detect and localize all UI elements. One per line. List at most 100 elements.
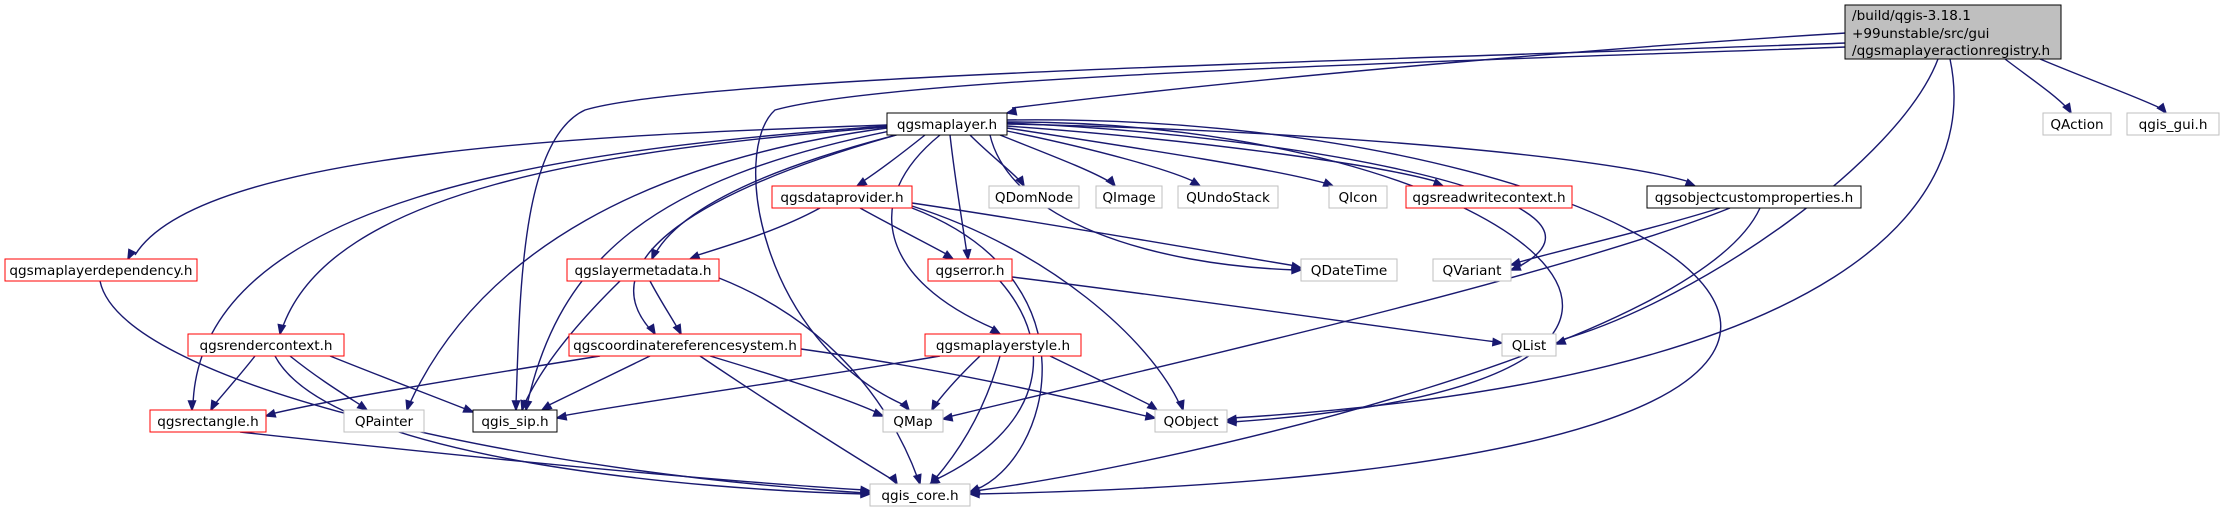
edge-qgslayermetadata-to-qgis-sip bbox=[520, 280, 621, 412]
arrowhead bbox=[672, 323, 682, 336]
edge-qgsrendercontext-to-qgsrectangle bbox=[210, 355, 256, 412]
arrowhead bbox=[888, 473, 898, 486]
edge-qgsmaplayerstyle-to-qmap bbox=[931, 355, 981, 412]
node-label: QPainter bbox=[355, 414, 414, 430]
node-root-header[interactable]: /build/qgis-3.18.1 +99unstable/src/gui /… bbox=[1844, 4, 2062, 60]
node-label: qgis_sip.h bbox=[481, 414, 548, 430]
edge-root-to-qgis-gui bbox=[2039, 58, 2168, 115]
node-qgslayermetadata[interactable]: qgslayermetadata.h bbox=[566, 258, 720, 282]
node-qgscoordinatereferencesystem[interactable]: qgscoordinatereferencesystem.h bbox=[568, 333, 802, 357]
node-qaction[interactable]: QAction bbox=[2042, 112, 2112, 136]
arrowhead bbox=[1322, 178, 1335, 187]
node-label: qgsmaplayerstyle.h bbox=[936, 338, 1070, 354]
arrowhead bbox=[860, 488, 872, 498]
arrowhead bbox=[1144, 411, 1157, 421]
node-qdatetime[interactable]: QDateTime bbox=[1300, 258, 1398, 282]
edge-root-to-qmap bbox=[755, 46, 1847, 412]
node-qgsmaplayerdependency[interactable]: qgsmaplayerdependency.h bbox=[4, 258, 198, 282]
edge-qgsrendercontext-to-qgis-sip bbox=[329, 355, 475, 413]
edge-qgsmaplayer-to-qgslayermetadata bbox=[651, 133, 901, 261]
node-qgis-core[interactable]: qgis_core.h bbox=[869, 483, 971, 507]
arrowhead bbox=[2062, 102, 2072, 115]
arrowhead bbox=[540, 401, 553, 411]
edge-qgsmaplayer-to-qundostack bbox=[1006, 130, 1202, 187]
edge-root-to-qobject bbox=[1225, 58, 1955, 424]
arrowhead bbox=[942, 250, 955, 260]
node-qpainter[interactable]: QPainter bbox=[343, 409, 425, 433]
edge-qgsrendercontext-to-qpainter bbox=[289, 355, 369, 412]
arrowhead bbox=[651, 248, 660, 261]
edge-qgsrectangle-to-qgis-core bbox=[239, 431, 872, 495]
arrowhead bbox=[1509, 257, 1522, 267]
arrowhead bbox=[989, 325, 1002, 335]
arrowhead bbox=[1684, 178, 1697, 187]
edge-qgsobjectcustomproperties-to-qvariant bbox=[1509, 207, 1721, 267]
node-qgserror[interactable]: qgserror.h bbox=[927, 258, 1013, 282]
nodes: /build/qgis-3.18.1 +99unstable/src/gui /… bbox=[4, 4, 2220, 507]
node-qundostack[interactable]: QUndoStack bbox=[1177, 185, 1279, 209]
node-label: QList bbox=[1512, 338, 1546, 354]
node-label: QVariant bbox=[1443, 263, 1502, 279]
arrowhead bbox=[1432, 178, 1445, 187]
arrowhead bbox=[127, 248, 137, 261]
node-label: QMap bbox=[893, 414, 932, 430]
arrowhead bbox=[1491, 337, 1504, 347]
node-qgis-sip[interactable]: qgis_sip.h bbox=[472, 409, 558, 433]
edge-qgsmaplayerstyle-to-qobject bbox=[1049, 355, 1159, 412]
node-qgsreadwritecontext[interactable]: qgsreadwritecontext.h bbox=[1405, 185, 1573, 209]
edge-qgsdataprovider-to-qgserror bbox=[859, 207, 955, 260]
node-qgsobjectcustomproperties[interactable]: qgsobjectcustomproperties.h bbox=[1646, 185, 1862, 209]
arrowhead bbox=[1015, 175, 1025, 188]
node-qobject[interactable]: QObject bbox=[1154, 409, 1228, 433]
edge-qgsmaplayer-to-qgsrendercontext bbox=[277, 126, 888, 336]
arrowhead bbox=[855, 177, 868, 187]
node-qvariant[interactable]: QVariant bbox=[1432, 258, 1512, 282]
arrowhead bbox=[1005, 106, 1018, 116]
node-qimage[interactable]: QImage bbox=[1095, 185, 1163, 209]
edge-qgscoordinatereferencesystem-to-qmap bbox=[709, 355, 885, 417]
edge-qgsdataprovider-to-qobject bbox=[911, 205, 1185, 412]
node-label: qgis_gui.h bbox=[2139, 117, 2208, 133]
node-qgis-gui[interactable]: qgis_gui.h bbox=[2126, 112, 2220, 136]
node-qmap[interactable]: QMap bbox=[882, 409, 944, 433]
node-qgsmaplayerstyle[interactable]: qgsmaplayerstyle.h bbox=[924, 333, 1082, 357]
edge-qgsmaplayer-to-qpainter bbox=[405, 127, 888, 412]
edge-qgsmaplayer-to-qimage bbox=[999, 134, 1117, 188]
node-label: QObject bbox=[1164, 414, 1219, 430]
node-label: QIcon bbox=[1338, 190, 1377, 206]
node-label: qgserror.h bbox=[936, 263, 1005, 279]
node-label: qgsmaplayerdependency.h bbox=[9, 263, 192, 279]
node-qdomnode[interactable]: QDomNode bbox=[988, 185, 1080, 209]
node-qlist[interactable]: QList bbox=[1501, 333, 1557, 357]
arrowhead bbox=[1146, 400, 1159, 412]
node-qgsmaplayer[interactable]: qgsmaplayer.h bbox=[886, 112, 1008, 136]
arrowhead bbox=[941, 412, 954, 422]
edge-qgsmaplayer-to-qgscoordinatereferencesystem bbox=[632, 133, 901, 336]
edges bbox=[99, 32, 2168, 499]
edge-qgsmaplayer-to-qgsmaplayerstyle bbox=[891, 134, 1002, 335]
node-qgsrectangle[interactable]: qgsrectangle.h bbox=[149, 409, 267, 433]
edge-qgserror-to-qgis-core bbox=[928, 280, 1035, 485]
arrowhead bbox=[187, 400, 197, 412]
edge-qgsmaplayer-to-qgsrectangle bbox=[187, 125, 888, 412]
edge-qgsdataprovider-to-qgslayermetadata bbox=[688, 207, 821, 260]
node-label: qgsobjectcustomproperties.h bbox=[1655, 190, 1854, 206]
node-qgsrendercontext[interactable]: qgsrendercontext.h bbox=[187, 333, 345, 357]
arrowhead bbox=[1105, 175, 1117, 188]
root-path-line-2: +99unstable/src/gui bbox=[1852, 26, 1989, 42]
arrowhead bbox=[646, 323, 656, 336]
edge-root-to-qaction bbox=[2004, 58, 2072, 115]
edge-qgsmaplayerstyle-to-qgis-core bbox=[930, 355, 1001, 486]
node-label: qgsdataprovider.h bbox=[780, 190, 903, 206]
node-label: qgsrendercontext.h bbox=[199, 338, 332, 354]
arrowhead bbox=[2156, 102, 2168, 115]
edge-root-to-qgsmaplayer bbox=[1005, 32, 1847, 116]
node-qicon[interactable]: QIcon bbox=[1328, 185, 1388, 209]
node-label: QDateTime bbox=[1311, 263, 1387, 279]
edge-qgsdataprovider-to-qdatetime bbox=[911, 202, 1303, 271]
edge-qgslayermetadata-to-qgscoordinatereferencesystem bbox=[649, 280, 682, 336]
node-qgsdataprovider[interactable]: qgsdataprovider.h bbox=[771, 185, 913, 209]
edge-qgsmaplayerdependency-to-qgis-core bbox=[99, 280, 872, 498]
node-label: QImage bbox=[1102, 190, 1155, 206]
